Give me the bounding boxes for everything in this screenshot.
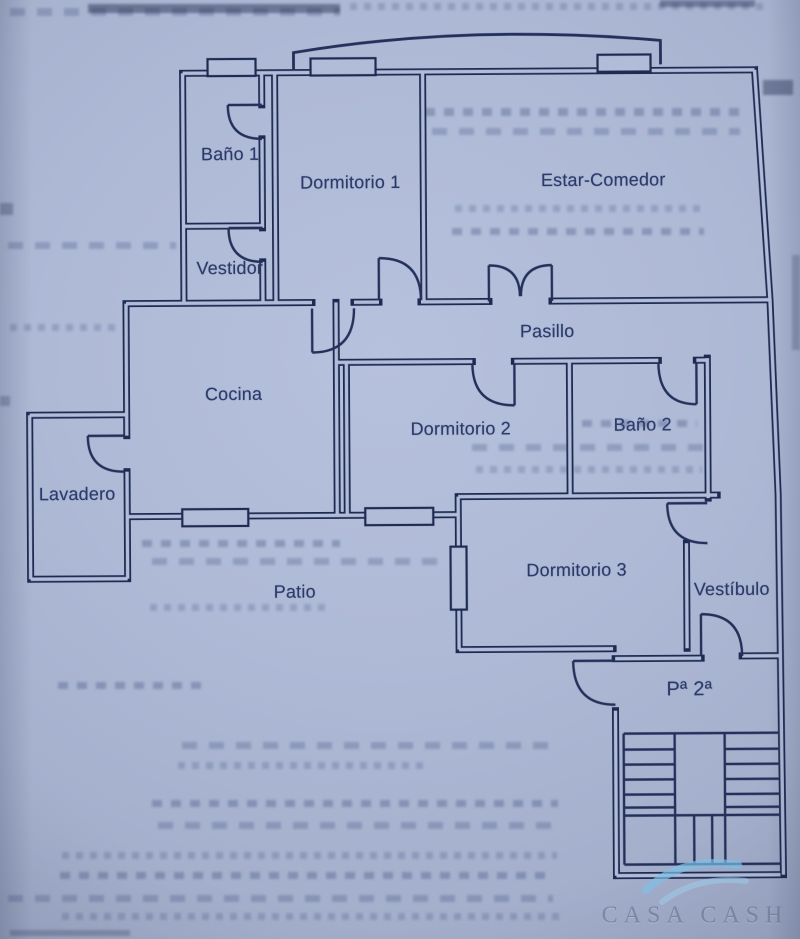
room-label-dormitorio-3: Dormitorio 3 [526,559,627,581]
door-swing [86,434,125,473]
door-swings [86,103,744,706]
window [206,57,257,78]
window [181,507,250,528]
wave-swoosh-icon [642,859,749,905]
wall-cavity [27,68,786,878]
room-label-cocina: Cocina [204,383,263,405]
door-swing [310,308,356,354]
window [364,506,435,527]
room-label-estar-comedor: Estar-Comedor [540,169,666,191]
walls [26,66,788,880]
door-swing [226,103,262,141]
room-label-vestidor: Vestidor [196,257,264,279]
window [309,57,377,77]
label-stair-landing-planta: Pª 2ª [666,678,713,701]
watermark-text: CASA CASH [601,902,789,929]
door-swing [471,363,516,407]
window [596,53,652,73]
room-label-dormitorio-1: Dormitorio 1 [299,171,401,193]
door-swing [699,612,744,657]
stair-treads [622,731,781,866]
door-swing [227,226,263,264]
room-label-lavadero: Lavadero [38,483,116,505]
door-swing [666,501,708,545]
room-label-bano-2: Baño 2 [613,414,672,435]
double-door-swing [487,263,554,302]
staircase [622,731,781,866]
room-label-pasillo: Pasillo [519,320,575,342]
window [449,545,468,611]
room-label-patio: Patio [273,581,316,602]
door-swing [657,362,698,406]
windows [181,53,652,611]
room-label-vestibulo: Vestíbulo [693,578,770,600]
door-swing [377,256,423,301]
room-label-bano-1: Baño 1 [200,143,260,165]
door-swing [571,659,616,706]
balcony-curve [292,32,662,71]
room-label-dormitorio-2: Dormitorio 2 [410,418,512,439]
